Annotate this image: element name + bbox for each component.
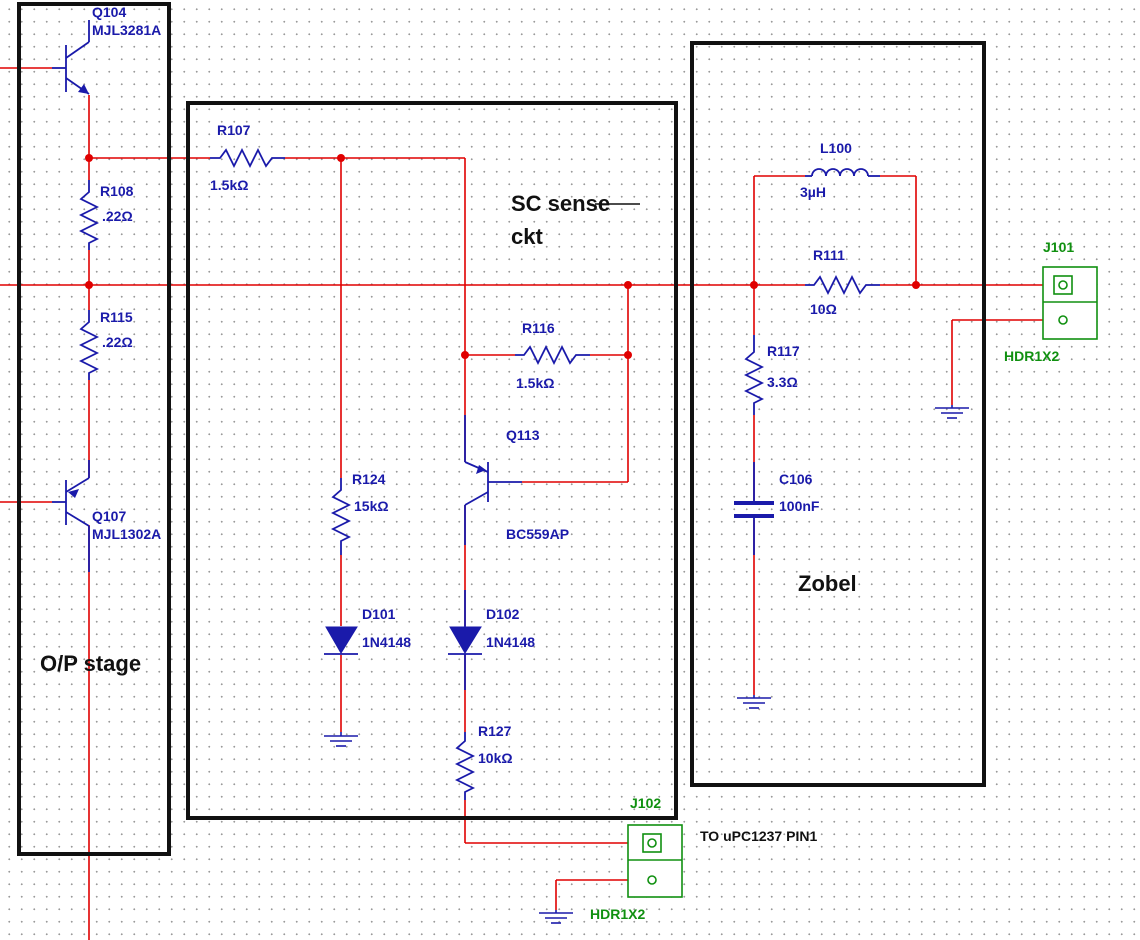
sc-sense-box [186,101,678,820]
j101-connector [1042,266,1098,340]
op-stage-label: O/P stage [40,651,141,676]
zobel-label: Zobel [798,571,857,596]
q113-transistor [464,415,522,545]
r117-ref: R117 [767,343,800,359]
j101-ref: J101 [1043,239,1074,255]
q113-ref: Q113 [506,427,540,443]
r116-value: 1.5kΩ [516,375,554,391]
sc-sense-label-line1: SC sense [511,191,610,216]
r116-ref: R116 [522,320,555,336]
wires [0,67,1065,940]
r127-resistor [454,732,476,800]
ground-symbol [935,405,969,419]
q107-transistor [52,460,90,572]
r117-resistor [743,335,765,415]
c106-value: 100nF [779,498,820,514]
r115-resistor [78,310,100,380]
r124-value: 15kΩ [354,498,389,514]
r107-ref: R107 [217,122,251,138]
r108-value: .22Ω [102,208,133,224]
q104-ref: Q104 [92,4,126,20]
c106-ref: C106 [779,471,813,487]
junctions [85,154,920,359]
r111-resistor [805,274,880,296]
d102-value: 1N4148 [486,634,535,650]
j101-value: HDR1X2 [1004,348,1059,364]
r107-resistor [210,147,285,169]
d102-diode [448,590,482,690]
r127-value: 10kΩ [478,750,513,766]
r115-value: .22Ω [102,334,133,350]
d102-ref: D102 [486,606,520,622]
d101-ref: D101 [362,606,396,622]
j102-ref: J102 [630,795,661,811]
r116-resistor [515,344,590,366]
q104-value: MJL3281A [92,22,161,38]
zobel-box [690,41,986,787]
r111-value: 10Ω [810,301,837,317]
sc-sense-label-line2: ckt [511,224,543,249]
d101-value: 1N4148 [362,634,411,650]
d101-diode [324,626,358,655]
q107-ref: Q107 [92,508,126,524]
op-stage-box [17,2,171,856]
r108-resistor [78,180,100,250]
ground-symbol [324,732,358,747]
c106-capacitor [734,462,774,555]
q113-value: BC559AP [506,526,569,542]
r115-ref: R115 [100,309,133,325]
ground-symbol [737,695,771,709]
q107-value: MJL1302A [92,526,161,542]
j102-note: TO uPC1237 PIN1 [700,828,817,844]
q104-transistor [52,20,90,95]
j102-connector [627,824,683,898]
r124-ref: R124 [352,471,386,487]
ground-symbol [539,910,573,924]
l100-value: 3µH [800,184,826,200]
j102-value: HDR1X2 [590,906,645,922]
l100-ref: L100 [820,140,852,156]
r127-ref: R127 [478,723,512,739]
r111-ref: R111 [813,247,845,263]
r117-value: 3.3Ω [767,374,798,390]
l100-inductor [805,168,880,177]
r124-resistor [330,478,352,555]
r108-ref: R108 [100,183,134,199]
r107-value: 1.5kΩ [210,177,248,193]
